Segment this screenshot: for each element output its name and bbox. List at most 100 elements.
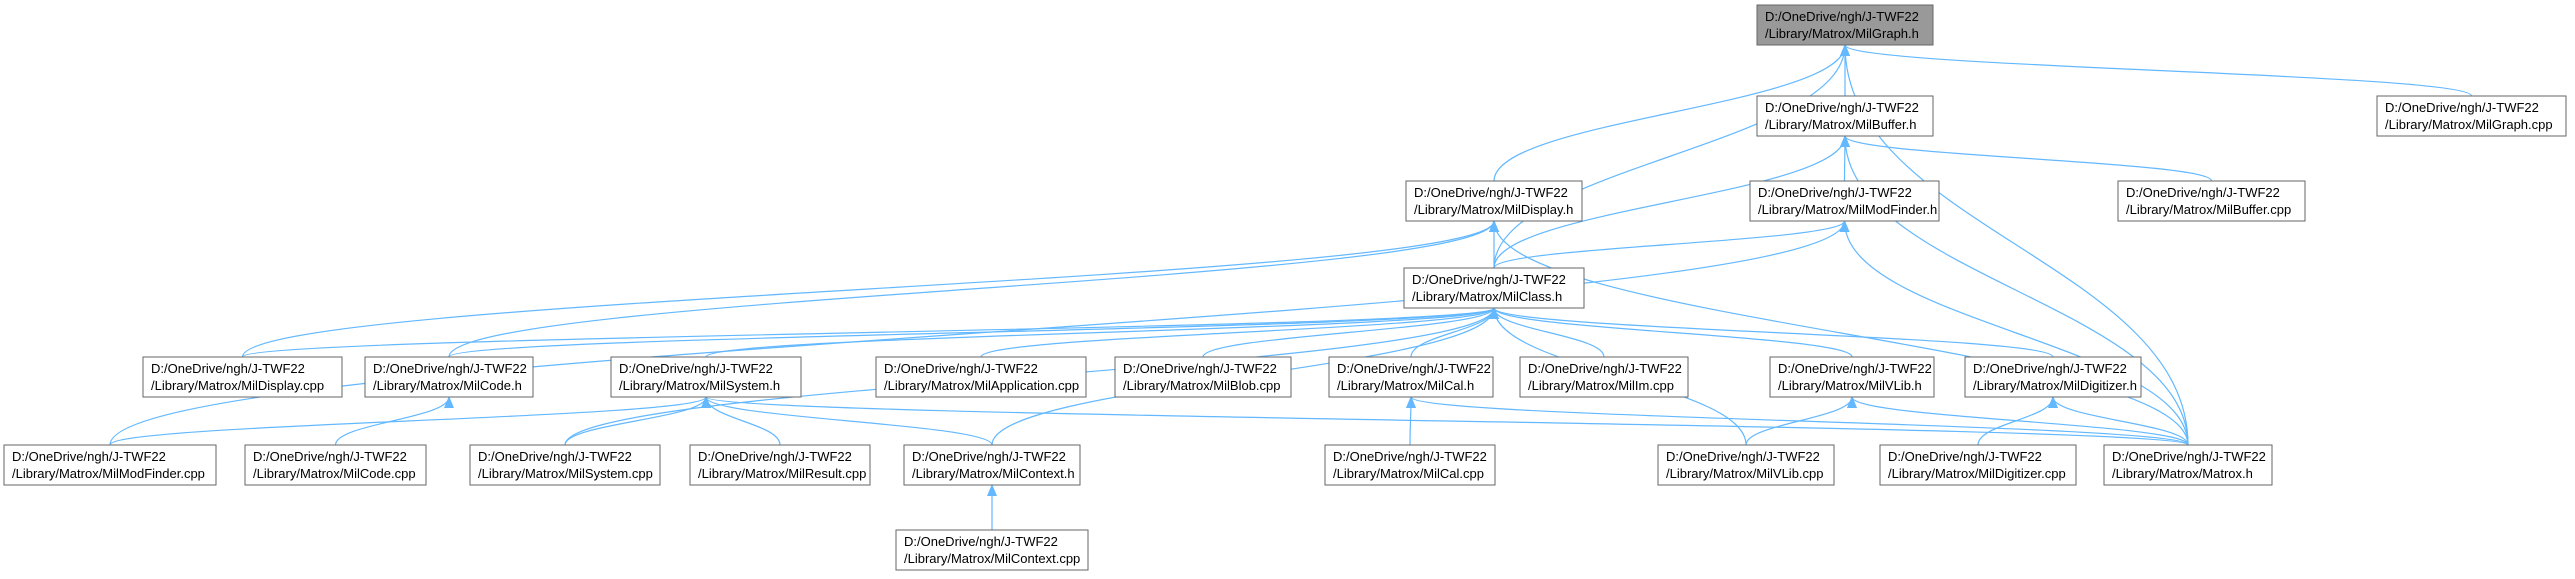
file-node-path-line2: /Library/Matrox/MilGraph.h — [1765, 26, 1919, 41]
file-node-blobcpp[interactable]: D:/OneDrive/ngh/J-TWF22/Library/Matrox/M… — [1114, 356, 1292, 398]
file-node-box — [1756, 95, 1934, 137]
file-node-box — [875, 356, 1087, 398]
file-node-path-line2: /Library/Matrox/MilDisplay.cpp — [151, 378, 324, 393]
file-node-path-line2: /Library/Matrox/MilApplication.cpp — [884, 378, 1079, 393]
file-node-buffer[interactable]: D:/OneDrive/ngh/J-TWF22/Library/Matrox/M… — [1756, 95, 1934, 137]
dependency-edge-display-to-root — [1493, 44, 1850, 182]
file-node-box — [3, 444, 217, 486]
file-node-box — [1756, 4, 1934, 46]
dependency-edge-matroxh-to-digitizerh — [2048, 396, 2189, 446]
edge-line — [334, 396, 454, 446]
file-node-resultcpp[interactable]: D:/OneDrive/ngh/J-TWF22/Library/Matrox/M… — [689, 444, 871, 486]
dependency-edge-blobcpp-to-class — [1202, 307, 1499, 358]
dependency-edge-vlibcpp-to-vlibh — [1745, 396, 1857, 446]
file-node-box — [1405, 180, 1583, 222]
file-node-box — [1324, 444, 1496, 486]
edge-line — [1977, 396, 2058, 446]
file-node-path-line1: D:/OneDrive/ngh/J-TWF22 — [912, 449, 1066, 464]
file-node-path-line2: /Library/Matrox/MilDisplay.h — [1414, 202, 1573, 217]
edge-layer — [109, 44, 2473, 530]
file-node-path-line1: D:/OneDrive/ngh/J-TWF22 — [2126, 185, 2280, 200]
file-node-systemh[interactable]: D:/OneDrive/ngh/J-TWF22/Library/Matrox/M… — [610, 356, 802, 398]
file-node-contextcpp[interactable]: D:/OneDrive/ngh/J-TWF22/Library/Matrox/M… — [895, 529, 1089, 571]
dependency-edge-codecpp-to-codeh — [334, 396, 454, 446]
edge-line — [109, 396, 711, 446]
dependency-edge-codeh-to-display — [448, 220, 1499, 358]
file-node-digitizerh[interactable]: D:/OneDrive/ngh/J-TWF22/Library/Matrox/M… — [1964, 356, 2142, 398]
file-node-path-line2: /Library/Matrox/MilCal.h — [1337, 378, 1474, 393]
file-node-path-line2: /Library/Matrox/MilCal.cpp — [1333, 466, 1484, 481]
file-node-box — [364, 356, 534, 398]
file-node-class[interactable]: D:/OneDrive/ngh/J-TWF22/Library/Matrox/M… — [1403, 267, 1585, 309]
file-node-path-line1: D:/OneDrive/ngh/J-TWF22 — [1758, 185, 1912, 200]
edge-line — [1489, 307, 2054, 358]
file-node-box — [1657, 444, 1835, 486]
dependency-edge-class-to-buffer — [1493, 135, 1850, 269]
file-node-path-line2: /Library/Matrox/MilBuffer.h — [1765, 117, 1916, 132]
edge-line — [448, 307, 1499, 358]
dependency-edge-digitizerh-to-class — [1489, 307, 2054, 358]
file-node-box — [2117, 180, 2306, 222]
file-node-path-line1: D:/OneDrive/ngh/J-TWF22 — [373, 361, 527, 376]
dependency-edge-systemcpp-to-systemh — [564, 396, 711, 446]
file-node-path-line1: D:/OneDrive/ngh/J-TWF22 — [12, 449, 166, 464]
file-node-path-line2: /Library/Matrox/MilSystem.cpp — [478, 466, 653, 481]
file-node-display[interactable]: D:/OneDrive/ngh/J-TWF22/Library/Matrox/M… — [1405, 180, 1583, 222]
file-node-path-line2: /Library/Matrox/MilIm.cpp — [1528, 378, 1674, 393]
dependency-edge-digitizercpp-to-digitizerh — [1977, 396, 2058, 446]
file-node-path-line1: D:/OneDrive/ngh/J-TWF22 — [2112, 449, 2266, 464]
edge-line — [1489, 307, 1853, 358]
file-node-graphcpp[interactable]: D:/OneDrive/ngh/J-TWF22/Library/Matrox/M… — [2376, 95, 2567, 137]
file-node-path-line2: /Library/Matrox/MilContext.h — [912, 466, 1075, 481]
file-node-systemcpp[interactable]: D:/OneDrive/ngh/J-TWF22/Library/Matrox/M… — [469, 444, 661, 486]
file-node-path-line2: /Library/Matrox/MilModFinder.h — [1758, 202, 1937, 217]
file-node-box — [1403, 267, 1585, 309]
edge-line — [701, 396, 993, 446]
file-node-path-line1: D:/OneDrive/ngh/J-TWF22 — [619, 361, 773, 376]
file-node-modfindercpp[interactable]: D:/OneDrive/ngh/J-TWF22/Library/Matrox/M… — [3, 444, 217, 486]
file-node-digitizercpp[interactable]: D:/OneDrive/ngh/J-TWF22/Library/Matrox/M… — [1879, 444, 2077, 486]
file-node-path-line1: D:/OneDrive/ngh/J-TWF22 — [1973, 361, 2127, 376]
edge-line — [241, 220, 1499, 358]
edge-line — [1493, 220, 1850, 269]
file-node-calcpp[interactable]: D:/OneDrive/ngh/J-TWF22/Library/Matrox/M… — [1324, 444, 1496, 486]
edge-line — [564, 396, 711, 446]
dependency-edge-appcpp-to-class — [980, 307, 1499, 358]
file-node-box — [142, 356, 343, 398]
file-node-appcpp[interactable]: D:/OneDrive/ngh/J-TWF22/Library/Matrox/M… — [875, 356, 1087, 398]
file-node-calh[interactable]: D:/OneDrive/ngh/J-TWF22/Library/Matrox/M… — [1328, 356, 1494, 398]
file-node-matroxh[interactable]: D:/OneDrive/ngh/J-TWF22/Library/Matrox/M… — [2103, 444, 2273, 486]
file-node-codecpp[interactable]: D:/OneDrive/ngh/J-TWF22/Library/Matrox/M… — [244, 444, 427, 486]
dependency-edge-modfindercpp-to-systemh — [109, 396, 711, 446]
file-node-path-line2: /Library/Matrox/MilClass.h — [1412, 289, 1562, 304]
file-node-path-line1: D:/OneDrive/ngh/J-TWF22 — [1412, 272, 1566, 287]
file-node-contexth[interactable]: D:/OneDrive/ngh/J-TWF22/Library/Matrox/M… — [903, 444, 1081, 486]
edge-line — [1493, 135, 1850, 269]
file-node-vlibcpp[interactable]: D:/OneDrive/ngh/J-TWF22/Library/Matrox/M… — [1657, 444, 1835, 486]
file-node-root[interactable]: D:/OneDrive/ngh/J-TWF22/Library/Matrox/M… — [1756, 4, 1934, 46]
edge-line — [705, 307, 1499, 358]
file-node-box — [689, 444, 871, 486]
file-node-path-line2: /Library/Matrox/MilSystem.h — [619, 378, 780, 393]
edge-line — [980, 307, 1499, 358]
node-layer: D:/OneDrive/ngh/J-TWF22/Library/Matrox/M… — [3, 4, 2567, 571]
file-node-path-line2: /Library/Matrox/MilBuffer.cpp — [2126, 202, 2291, 217]
edge-line — [1202, 307, 1499, 358]
file-node-modfinder[interactable]: D:/OneDrive/ngh/J-TWF22/Library/Matrox/M… — [1749, 180, 1940, 222]
file-node-path-line1: D:/OneDrive/ngh/J-TWF22 — [2385, 100, 2539, 115]
edge-line — [109, 220, 1850, 446]
dependency-edge-class-to-modfinder — [1493, 220, 1850, 269]
dependency-edge-modfindercpp-to-modfinder — [109, 220, 1850, 446]
dependency-edge-vlibh-to-class — [1489, 307, 1853, 358]
file-node-imcpp[interactable]: D:/OneDrive/ngh/J-TWF22/Library/Matrox/M… — [1519, 356, 1689, 398]
file-node-path-line2: /Library/Matrox/MilVLib.h — [1778, 378, 1922, 393]
file-node-path-line1: D:/OneDrive/ngh/J-TWF22 — [1123, 361, 1277, 376]
file-node-displaycpp[interactable]: D:/OneDrive/ngh/J-TWF22/Library/Matrox/M… — [142, 356, 343, 398]
file-node-codeh[interactable]: D:/OneDrive/ngh/J-TWF22/Library/Matrox/M… — [364, 356, 534, 398]
file-node-path-line2: /Library/Matrox/MilModFinder.cpp — [12, 466, 205, 481]
file-node-path-line1: D:/OneDrive/ngh/J-TWF22 — [1666, 449, 1820, 464]
file-node-buffercpp[interactable]: D:/OneDrive/ngh/J-TWF22/Library/Matrox/M… — [2117, 180, 2306, 222]
file-node-vlibh[interactable]: D:/OneDrive/ngh/J-TWF22/Library/Matrox/M… — [1769, 356, 1935, 398]
file-node-box — [1749, 180, 1940, 222]
file-node-box — [1328, 356, 1494, 398]
